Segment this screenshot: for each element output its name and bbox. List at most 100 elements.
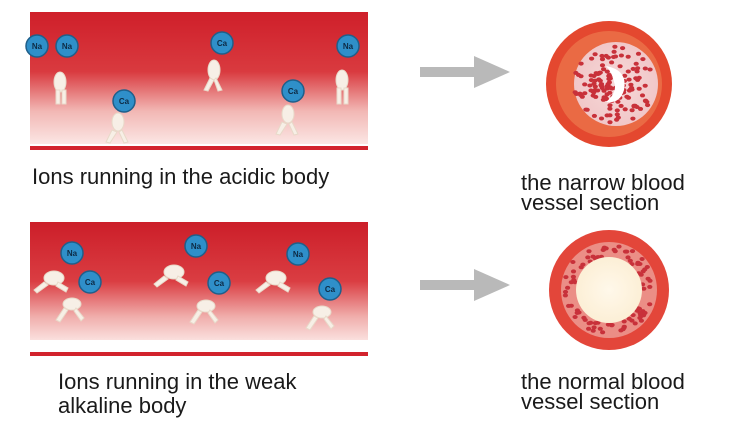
blood-cell: [581, 315, 587, 320]
acidic-blood-channel: [30, 12, 368, 150]
narrow-vessel-caption: the narrow blood vessel section: [521, 172, 685, 215]
caption-line: vessel section: [521, 389, 660, 414]
ion-label: Ca: [119, 97, 130, 106]
blood-cell: [601, 245, 608, 250]
blood-cell: [614, 112, 620, 117]
blood-cell: [565, 285, 571, 290]
blood-cell: [637, 106, 644, 111]
blood-cell: [582, 91, 588, 96]
blood-cell: [578, 61, 584, 66]
blood-cell: [620, 327, 626, 332]
blood-cell: [591, 113, 598, 118]
ion-ball-na: Na: [55, 34, 79, 58]
blood-cell: [617, 64, 623, 69]
blood-cell: [639, 257, 645, 261]
ion-ball-na: Na: [25, 34, 49, 58]
ion-ball-ca: Ca: [112, 89, 136, 113]
ion-ball-na: Na: [336, 34, 360, 58]
ion-label: Na: [293, 250, 304, 259]
blood-cell: [645, 276, 651, 281]
blood-cell: [572, 315, 578, 319]
blood-cell: [606, 73, 613, 77]
blood-cell: [573, 70, 579, 75]
blood-cell: [624, 94, 630, 99]
blood-cell: [625, 255, 631, 260]
blood-cell: [643, 98, 649, 103]
ion-label: Na: [67, 249, 78, 258]
runner-icon: [275, 104, 299, 136]
blood-cell: [574, 310, 580, 315]
blood-cell: [626, 316, 632, 321]
blood-cell: [639, 93, 646, 98]
ion-label: Na: [62, 42, 73, 51]
blood-cell: [599, 57, 606, 62]
ion-ball-na: Na: [184, 234, 208, 258]
ion-ball-na: Na: [60, 241, 84, 265]
runner-icon: [53, 71, 67, 105]
blood-cell: [607, 113, 613, 118]
runner-icon: [55, 297, 85, 323]
blood-cell: [626, 77, 632, 82]
runner-icon: [33, 270, 69, 294]
caption-line: Ions running in the weak: [58, 369, 297, 394]
blood-cell: [586, 321, 592, 326]
blood-cell: [631, 103, 637, 108]
blood-cell: [592, 256, 598, 261]
blood-cell: [618, 53, 625, 58]
blood-cell: [629, 85, 635, 90]
blood-cell: [606, 322, 612, 327]
blood-cell: [591, 81, 597, 86]
ion-label: Ca: [325, 285, 336, 294]
blood-cell: [618, 103, 624, 108]
runner-icon: [105, 112, 129, 144]
blood-cell: [615, 99, 621, 104]
blood-cell: [562, 293, 569, 298]
blood-cell: [635, 262, 641, 266]
blood-cell: [607, 120, 613, 125]
blood-cell: [570, 260, 576, 264]
ion-label: Ca: [217, 39, 228, 48]
blood-cell: [630, 313, 636, 318]
blood-cell: [595, 88, 601, 93]
blood-cell: [601, 67, 607, 72]
runner-figures: [33, 59, 349, 331]
arrow-right-icon: [420, 56, 510, 88]
normal-vessel-caption: the normal blood vessel section: [521, 369, 685, 414]
blood-cell: [597, 70, 603, 75]
blood-cell: [586, 326, 592, 331]
ion-label: Ca: [85, 278, 96, 287]
blood-cell: [612, 44, 618, 49]
ion-ball-ca: Ca: [281, 79, 305, 103]
blood-cell: [598, 116, 605, 121]
ion-label: Na: [191, 242, 202, 251]
ion-ball-na: Na: [286, 242, 310, 266]
blood-cell: [585, 255, 591, 260]
blood-cell: [600, 330, 606, 335]
blood-cell: [604, 69, 610, 74]
blood-cell: [607, 106, 613, 111]
blood-cell: [592, 52, 598, 57]
blood-cell: [642, 83, 648, 88]
ion-label: Ca: [214, 279, 225, 288]
blood-cell: [625, 54, 631, 59]
blood-cell: [647, 284, 653, 289]
caption-line: the normal blood: [521, 369, 685, 394]
blood-cell: [603, 95, 609, 100]
blood-cell: [642, 267, 648, 272]
caption-line: vessel section: [521, 190, 660, 215]
blood-cell: [582, 82, 588, 87]
blood-cell: [570, 274, 577, 279]
blood-cell: [628, 82, 634, 87]
blood-cell: [588, 78, 595, 83]
caption-line: alkaline body: [58, 393, 187, 418]
blood-cell: [627, 258, 633, 263]
ion-ball-ca: Ca: [210, 31, 234, 55]
blood-cell: [589, 56, 595, 61]
blood-cell: [622, 73, 628, 78]
blood-cell: [598, 83, 604, 88]
blood-cell: [616, 244, 622, 249]
blood-cell: [597, 78, 603, 83]
arrow-right-icon: [420, 269, 510, 301]
blood-cell: [586, 249, 592, 254]
blood-cell: [590, 328, 596, 333]
